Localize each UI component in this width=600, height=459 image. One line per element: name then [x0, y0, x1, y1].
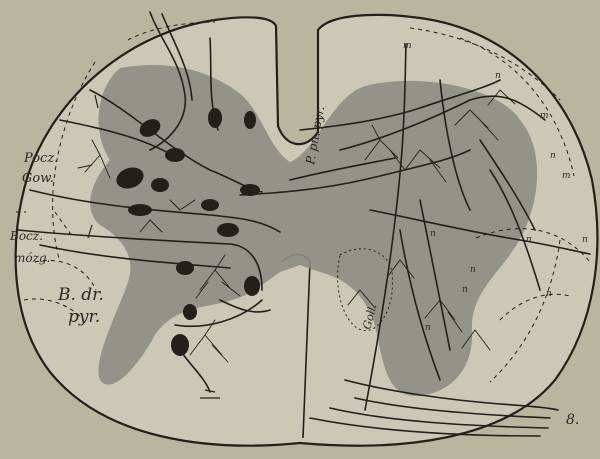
neuron-letter: n [582, 235, 588, 245]
neuron-letter: m [540, 111, 549, 121]
label-pocz-gow-line1: Pocz. [23, 151, 58, 166]
neuron-soma [244, 276, 260, 296]
neuron-soma [165, 148, 185, 162]
neuron-letter: m [403, 41, 412, 51]
neuron-soma [217, 223, 239, 237]
neuron-soma [171, 334, 189, 356]
neuron-soma [208, 108, 222, 128]
neuron-letter: n [495, 71, 501, 81]
label-boczne-line2: mózg. [14, 251, 50, 265]
neuron-letter: n [550, 151, 556, 161]
label-boczne-line1: Bocz. [9, 229, 43, 243]
figure-number: 8. [566, 412, 579, 428]
neuron-soma [244, 111, 256, 129]
neuron-letter: n [546, 289, 552, 299]
neuron-letter: n [462, 285, 468, 295]
neuron-letter: n [430, 229, 436, 239]
neuron-letter: m [562, 171, 571, 181]
neuron-soma [128, 204, 152, 216]
neuron-letter: n [425, 323, 431, 333]
neuron-soma [176, 261, 194, 275]
neuron-letter: n [526, 235, 532, 245]
label-b-dr-pyr-line1: B. dr. [57, 285, 104, 305]
neuron-soma [151, 178, 169, 192]
neuron-letter: n [470, 265, 476, 275]
neuron-soma [201, 199, 219, 211]
label-pocz-gow-line2: Gow. [22, 171, 54, 186]
neuron-soma [183, 304, 197, 320]
neuron-soma [240, 184, 260, 196]
label-b-dr-pyr-line2: pyr. [68, 307, 100, 327]
